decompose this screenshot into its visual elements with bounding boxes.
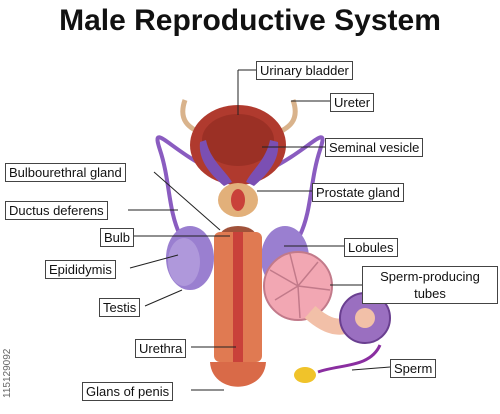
label-seminal-vesicle: Seminal vesicle (325, 138, 424, 157)
label-glans-of-penis: Glans of penis (82, 382, 174, 401)
page-title: Male Reproductive System (59, 4, 441, 37)
sperm-tail (317, 344, 382, 374)
glans-shape (210, 362, 266, 387)
ductus-deferens-right (267, 135, 325, 236)
label-urethra: Urethra (135, 339, 187, 358)
stock-id-watermark: 115129092 (2, 348, 13, 398)
urethra-channel (233, 232, 243, 372)
label-sperm-producing-tubes: Sperm-producing tubes (362, 266, 498, 304)
sperm-head (294, 367, 316, 383)
label-ureter: Ureter (330, 93, 375, 112)
label-epididymis: Epididymis (45, 260, 116, 279)
leader-lines (128, 69, 391, 391)
label-bulbourethral-gland: Bulbourethral gland (5, 163, 126, 182)
label-lobules: Lobules (344, 238, 398, 257)
label-urinary-bladder: Urinary bladder (256, 61, 353, 80)
label-ductus-deferens: Ductus deferens (5, 201, 108, 220)
label-bulb: Bulb (100, 228, 135, 247)
seminal-vesicle-right (246, 140, 279, 186)
label-prostate-gland: Prostate gland (312, 183, 404, 202)
label-testis: Testis (99, 298, 141, 317)
label-sperm-producing-tubes-line2: tubes (414, 286, 446, 301)
label-sperm-producing-tubes-line1: Sperm-producing (380, 269, 480, 284)
seminal-vesicle-left (199, 140, 232, 186)
label-sperm: Sperm (390, 359, 437, 378)
